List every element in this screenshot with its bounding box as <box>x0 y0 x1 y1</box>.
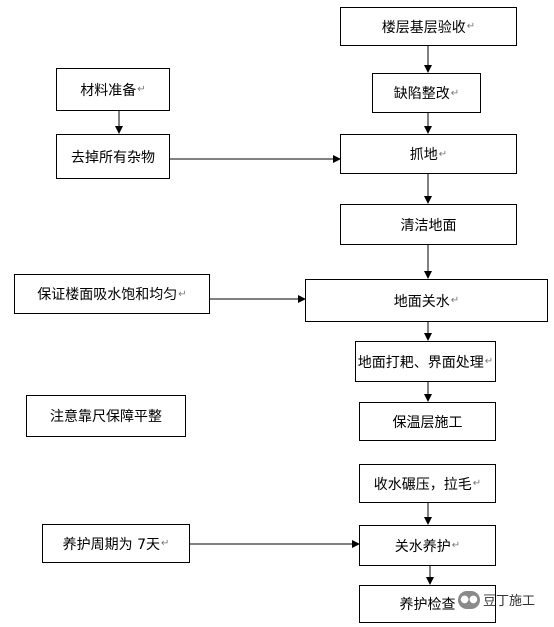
watermark-logo: ●● 豆丁施工 <box>458 590 535 609</box>
paragraph-mark: ↵ <box>451 540 461 551</box>
paragraph-mark: ↵ <box>472 478 482 489</box>
paragraph-mark: ↵ <box>466 21 476 32</box>
step-label: 收水碾压，拉毛 <box>373 476 472 493</box>
step-label: 关水养护 <box>394 538 451 555</box>
side-label: 去掉所有杂物 <box>71 149 155 166</box>
paragraph-mark: ↵ <box>450 87 460 99</box>
paragraph-mark: ↵ <box>160 538 170 549</box>
side-label: 保证楼面吸水饱和均匀 <box>37 287 178 303</box>
step-floor-base-inspection: 楼层基层验收↵ <box>340 7 517 46</box>
step-label: 缺陷整改 <box>393 86 450 102</box>
cloud-icon: ●● <box>458 590 480 609</box>
step-clean-floor: 清洁地面 <box>340 204 517 245</box>
watermark-text: 豆丁施工 <box>483 594 536 609</box>
step-label: 保温层施工 <box>392 414 463 431</box>
step-label: 养护检查 <box>399 597 456 613</box>
step-label: 地面关水 <box>393 293 450 310</box>
step-water-curing: 关水养护↵ <box>359 525 496 566</box>
paragraph-mark: ↵ <box>438 148 448 160</box>
side-material-preparation: 材料准备↵ <box>56 68 170 111</box>
step-roll-and-texture: 收水碾压，拉毛↵ <box>359 464 496 503</box>
paragraph-mark: ↵ <box>450 295 460 306</box>
paragraph-mark: ↵ <box>178 288 187 300</box>
side-label: 养护周期为 7天 <box>62 536 160 553</box>
paragraph-mark: ↵ <box>137 84 146 95</box>
side-label: 材料准备 <box>80 82 137 99</box>
step-floor-water: 地面关水↵ <box>305 279 548 322</box>
step-curing-check: 养护检查 <box>359 585 496 623</box>
step-rake-interface: 地面打耙、界面处理↵ <box>355 341 496 382</box>
step-label: 楼层基层验收 <box>381 19 466 36</box>
side-remove-debris: 去掉所有杂物 <box>56 134 170 179</box>
side-label: 注意靠尺保障平整 <box>50 409 162 425</box>
paragraph-mark: ↵ <box>484 356 494 367</box>
side-curing-period: 养护周期为 7天↵ <box>42 524 190 563</box>
step-label: 地面打耙、界面处理 <box>357 354 484 371</box>
step-label: 抓地 <box>409 147 438 163</box>
side-ensure-saturation: 保证楼面吸水饱和均匀↵ <box>14 274 210 314</box>
step-grip: 抓地↵ <box>340 134 517 174</box>
step-label: 清洁地面 <box>400 217 457 234</box>
step-insulation-layer: 保温层施工 <box>359 402 496 441</box>
step-defect-rectification: 缺陷整改↵ <box>372 73 481 113</box>
side-level-with-ruler: 注意靠尺保障平整 <box>26 395 186 437</box>
